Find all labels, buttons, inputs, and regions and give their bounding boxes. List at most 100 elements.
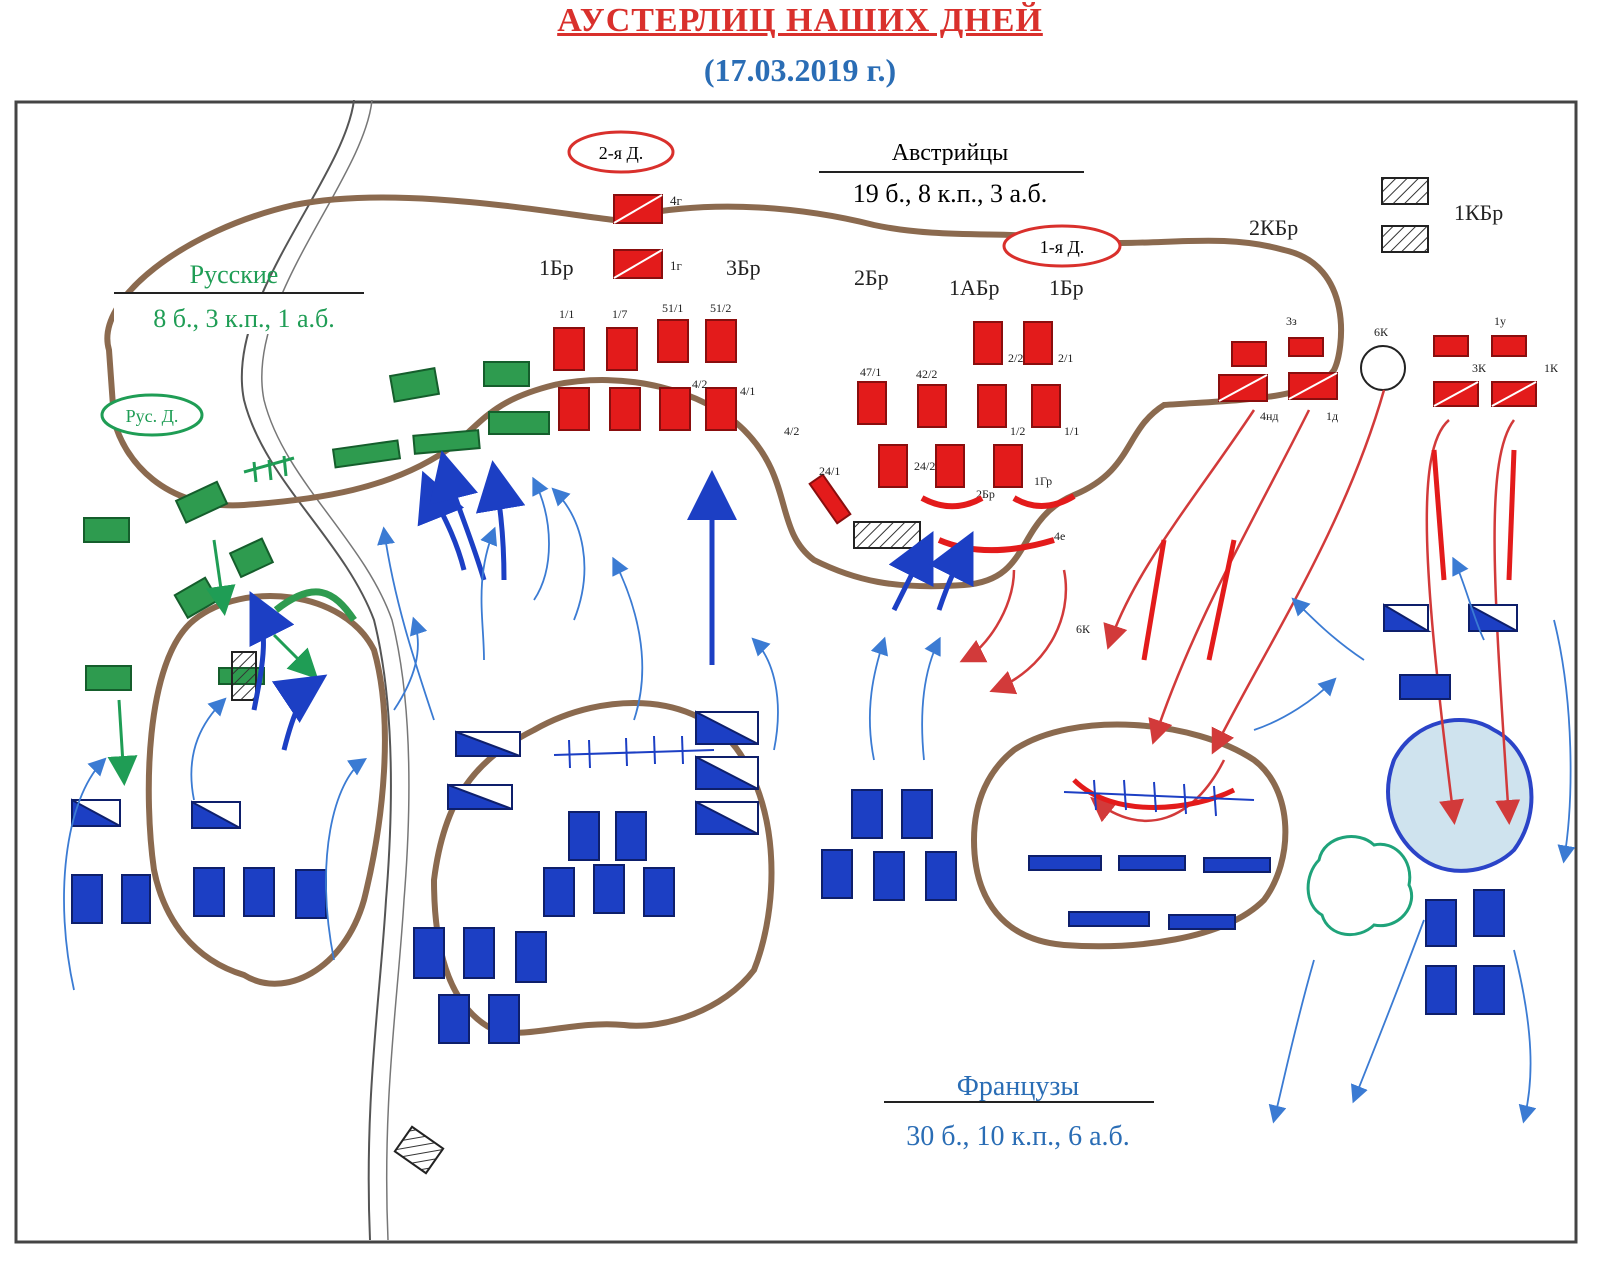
french-line (1118, 855, 1186, 871)
regiment-label: 2/1 (1058, 351, 1073, 365)
french-battalion (615, 811, 647, 861)
austrian-division-1-label: 1-я Д. (1040, 237, 1085, 257)
austrian-battalion (657, 319, 689, 363)
regiment-label: 1г (670, 258, 682, 273)
austrian-horse-artillery (1381, 177, 1429, 205)
regiment-label: 51/2 (710, 301, 731, 315)
regiment-label: 4/2 (784, 424, 799, 438)
brigade-label: 1АБр (949, 275, 1000, 300)
french-line (1203, 857, 1271, 873)
french-line (1028, 855, 1102, 871)
french-battalion (543, 867, 575, 917)
austrian-battalion (993, 444, 1023, 488)
regiment-label: 1/2 (1010, 424, 1025, 438)
austrian-battalion (973, 321, 1003, 365)
austrian-battalion (553, 327, 585, 371)
french-battalion (925, 851, 957, 901)
regiment-label: 4г (670, 193, 682, 208)
woods-green (1306, 835, 1413, 937)
austrian-battalion (935, 444, 965, 488)
french-battalion (71, 874, 103, 924)
russian-artillery (231, 651, 257, 701)
regiment-label: 24/1 (819, 464, 840, 478)
austrian-battalion (659, 387, 691, 431)
regiment-label: 1д (1326, 409, 1338, 423)
austrian-cavalry (1491, 335, 1527, 357)
russian-unit (83, 517, 130, 543)
russian-unit (483, 361, 530, 387)
french-battalion (413, 927, 445, 979)
regiment-label: 51/1 (662, 301, 683, 315)
russian-unit (331, 439, 402, 469)
woods-east (1386, 718, 1534, 873)
austrian-cavalry-line (1012, 493, 1076, 510)
russian-division-label: Рус. Д. (126, 406, 179, 426)
austrian-strength: 19 б., 8 к.п., 3 а.б. (853, 179, 1048, 208)
austrian-battalion (1031, 384, 1061, 428)
french-name: Французы (957, 1071, 1080, 1102)
french-battalion (463, 927, 495, 979)
french-battalion (1425, 899, 1457, 947)
french-battalion (1473, 889, 1505, 937)
french-battalion (243, 867, 275, 917)
brigade-label: 2КБр (1249, 215, 1298, 240)
austrian-cavalry (1288, 337, 1324, 357)
austrian-battalion (1023, 321, 1053, 365)
austrian-battalion (705, 387, 737, 431)
austrian-horse-artillery (1381, 225, 1429, 253)
russian-unit (228, 537, 275, 579)
french-battalion (851, 789, 883, 839)
brigade-label: 1КБр (1454, 200, 1503, 225)
russian-unit (85, 665, 132, 691)
austrian-division-1 (1002, 224, 1122, 268)
french-battalion (438, 994, 470, 1044)
map-title: АУСТЕРЛИЦ НАШИХ ДНЕЙ (557, 2, 1043, 39)
russian-unit (388, 367, 441, 403)
french-battalion (593, 864, 625, 914)
regiment-label: 6К (1076, 622, 1091, 636)
french-battalion (643, 867, 675, 917)
russian-division-ellipse (100, 393, 204, 437)
brigade-label: 1Бр (1049, 275, 1084, 300)
austrian-battalion (705, 319, 737, 363)
french-line (1068, 911, 1150, 927)
regiment-label: 2/2 (1008, 351, 1023, 365)
french-battalion (821, 849, 853, 899)
french-battalion (901, 789, 933, 839)
regiment-label: 1/7 (612, 307, 627, 321)
map-date: (17.03.2019 г.) (703, 52, 897, 88)
regiment-label: 4е (1054, 529, 1065, 543)
russian-label-bg (114, 292, 364, 334)
regiment-label: 1Гр (1034, 474, 1052, 488)
austrian-cavalry (1231, 341, 1267, 367)
regiment-label: 6К (1374, 325, 1389, 339)
austrian-artillery (853, 521, 921, 549)
austrian-army: 2-я Д. Австрийцы 19 б., 8 к.п., 3 а.б. 1… (539, 130, 1559, 825)
map-border (14, 100, 1578, 1244)
austrian-cavalry (1433, 335, 1469, 357)
austrian-artillery-marker (1360, 345, 1406, 391)
battle-map: Русские 8 б., 3 к.п., 1 а.б. Рус. Д. (14, 99, 1590, 1270)
regiment-label: 4/2 (692, 377, 707, 391)
french-strength: 30 б., 10 к.п., 6 а.б. (906, 1121, 1130, 1152)
austrian-battalion (558, 387, 590, 431)
brigade-label: 1Бр (539, 255, 574, 280)
regiment-label: 24/2 (914, 459, 935, 473)
austrian-battalion (606, 327, 638, 371)
french-battalion (295, 869, 327, 919)
regiment-label: 4нд (1260, 409, 1279, 423)
french-line (1168, 914, 1236, 930)
austrian-battalion (609, 387, 641, 431)
french-battalion (873, 851, 905, 901)
brigade-label: 3Бр (726, 255, 761, 280)
hill-russian (145, 593, 388, 987)
french-cavalry (1399, 674, 1451, 700)
regiment-label: 4/1 (740, 384, 755, 398)
battle-map-canvas: Русские 8 б., 3 к.п., 1 а.б. Рус. Д. (14, 99, 1578, 1244)
supply-depot (393, 1125, 445, 1175)
road (240, 99, 392, 1241)
russian-strength: 8 б., 3 к.п., 1 а.б. (153, 304, 335, 333)
russian-unit (412, 429, 481, 455)
russian-unit (488, 411, 550, 435)
austrian-cavalry-line (920, 495, 984, 510)
